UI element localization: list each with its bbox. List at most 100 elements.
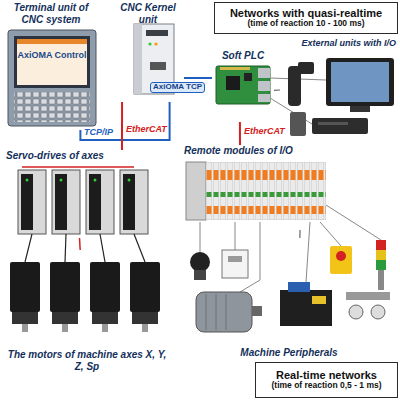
machine-peripherals-art-part (312, 296, 326, 304)
machine-peripherals-art-part (226, 294, 227, 330)
component-box: Soft PLC (212, 50, 274, 122)
node-label: Terminal unit of CNC system (2, 2, 100, 25)
node-label: External units with I/O (280, 38, 396, 48)
network-box: Real-time networks(time of reaction 0,5 … (255, 362, 398, 398)
machine-peripherals-art-part (288, 282, 310, 292)
machine-peripherals-art-part (376, 250, 386, 260)
soft-plc-board-art-part (220, 67, 250, 70)
motor-cables-art (25, 234, 145, 262)
soft-plc-board-art-part (258, 94, 270, 102)
cnc-terminal-art-part (8, 30, 96, 126)
machine-peripherals-art-part (228, 256, 242, 262)
axis-motors-art-part (52, 312, 78, 324)
machine-peripherals-art-part (378, 270, 384, 290)
cnc-terminal-art (8, 30, 96, 126)
node-label: The motors of machine axes X, Y, Z, Sp (2, 349, 172, 372)
node-label: (time of reaction 0,5 - 1 ms) (259, 381, 394, 391)
machine-peripherals-art-part (336, 251, 346, 261)
machine-peripherals-art-part (280, 290, 332, 326)
node-label: Networks with quasi-realtime (218, 7, 394, 20)
soft-plc-board-art-part (216, 66, 270, 104)
servo-drives-art-part (18, 170, 46, 234)
network-connector (274, 89, 280, 91)
remote-io-modules-art-part (186, 162, 206, 220)
axis-motors-art-part (10, 262, 40, 312)
peripheral-wires-art-part (235, 222, 236, 250)
servo-drives-art-part (60, 179, 63, 182)
servo-drives-art-part (55, 174, 67, 230)
servo-drives-art-part (94, 179, 97, 182)
servo-drives-art-part (128, 179, 131, 182)
cnc-kernel-art-part (150, 62, 166, 70)
machine-peripherals-art-part (196, 292, 252, 332)
network-connector (79, 238, 81, 250)
axis-motors-art-part (132, 312, 158, 324)
external-units-art (270, 58, 394, 136)
cnc-kernel-art-part (148, 42, 151, 45)
axis-motors-art-part (62, 324, 68, 332)
node-label: (time of reaction 10 - 100 ms) (218, 19, 394, 29)
network-connector (184, 77, 212, 79)
network-label: EtherCAT (126, 125, 167, 135)
network-label: EtherCAT (244, 127, 285, 137)
servo-drives-art-part (26, 179, 29, 182)
servo-drives-art-part (52, 170, 80, 234)
cnc-terminal-art-part (17, 39, 87, 85)
network-box: Networks with quasi-realtime(time of rea… (214, 2, 398, 34)
peripheral-wires-art-part (320, 222, 341, 246)
network-connector (121, 102, 123, 150)
servo-drives-art-part (89, 174, 101, 230)
motor-cables-art-part (25, 234, 32, 262)
cnc-kernel-art-part (154, 42, 157, 45)
axis-motors-art-part (92, 312, 118, 324)
machine-peripherals-art-part (346, 292, 390, 300)
remote-io-modules-art (186, 162, 326, 220)
axis-motors-art-part (130, 262, 160, 312)
servo-drives-art-part (22, 166, 134, 168)
axis-motors-art-part (22, 324, 28, 332)
machine-peripherals-art-part (376, 240, 386, 250)
cnc-kernel-art-part (134, 24, 142, 94)
machine-peripherals-art-part (206, 294, 207, 330)
screen-logo-text: AxiOMA Control (17, 50, 87, 60)
axis-motors-art-part (142, 324, 148, 332)
node-label: Remote modules of I/O (184, 145, 340, 157)
node-label: CNC Kernel unit (112, 2, 184, 25)
component-box: The motors of machine axes X, Y, Z, Sp (2, 250, 172, 372)
peripheral-wires-art-part (200, 222, 201, 252)
network-connector (299, 230, 300, 238)
soft-plc-board-art-part (244, 73, 252, 81)
cnc-terminal-art-part (14, 92, 90, 122)
network-label: AxiOMA TCP (150, 82, 205, 93)
external-units-art-part (290, 112, 306, 136)
soft-plc-board-art-part (258, 68, 270, 78)
component-box: Servo-drives of axes (2, 150, 157, 238)
peripheral-wires-art-part (326, 205, 381, 240)
component-box: Terminal unit of CNC system (2, 2, 100, 130)
machine-peripherals-art-part (216, 294, 217, 330)
soft-plc-board-art-part (258, 81, 270, 91)
axis-motors-art-part (102, 324, 108, 332)
network-connector (80, 102, 169, 140)
node-label: Machine Peripherals (180, 347, 398, 359)
axis-motors-art-part (90, 262, 120, 312)
machine-peripherals-art-part (371, 305, 385, 319)
cnc-terminal-art-part (17, 39, 87, 44)
node-label: Servo-drives of axes (6, 150, 157, 162)
component-box: Machine Peripherals (180, 238, 398, 358)
external-units-art-part (318, 122, 348, 125)
machine-peripherals-art-part (252, 306, 262, 316)
servo-drives-art-part (120, 170, 148, 234)
axis-motors-art (10, 262, 160, 332)
motor-cables-art-part (134, 234, 145, 262)
peripheral-wires-art-part (306, 222, 310, 282)
peripheral-wires-art (200, 205, 381, 292)
machine-peripherals-art-part (190, 252, 210, 272)
node-label: Soft PLC (212, 50, 274, 62)
component-box: External units with I/O (280, 38, 398, 142)
machine-peripherals-art-part (222, 250, 248, 278)
cnc-kernel-art-part (146, 30, 168, 36)
machine-peripherals-art-part (349, 305, 363, 319)
motor-cables-art-part (65, 234, 66, 262)
